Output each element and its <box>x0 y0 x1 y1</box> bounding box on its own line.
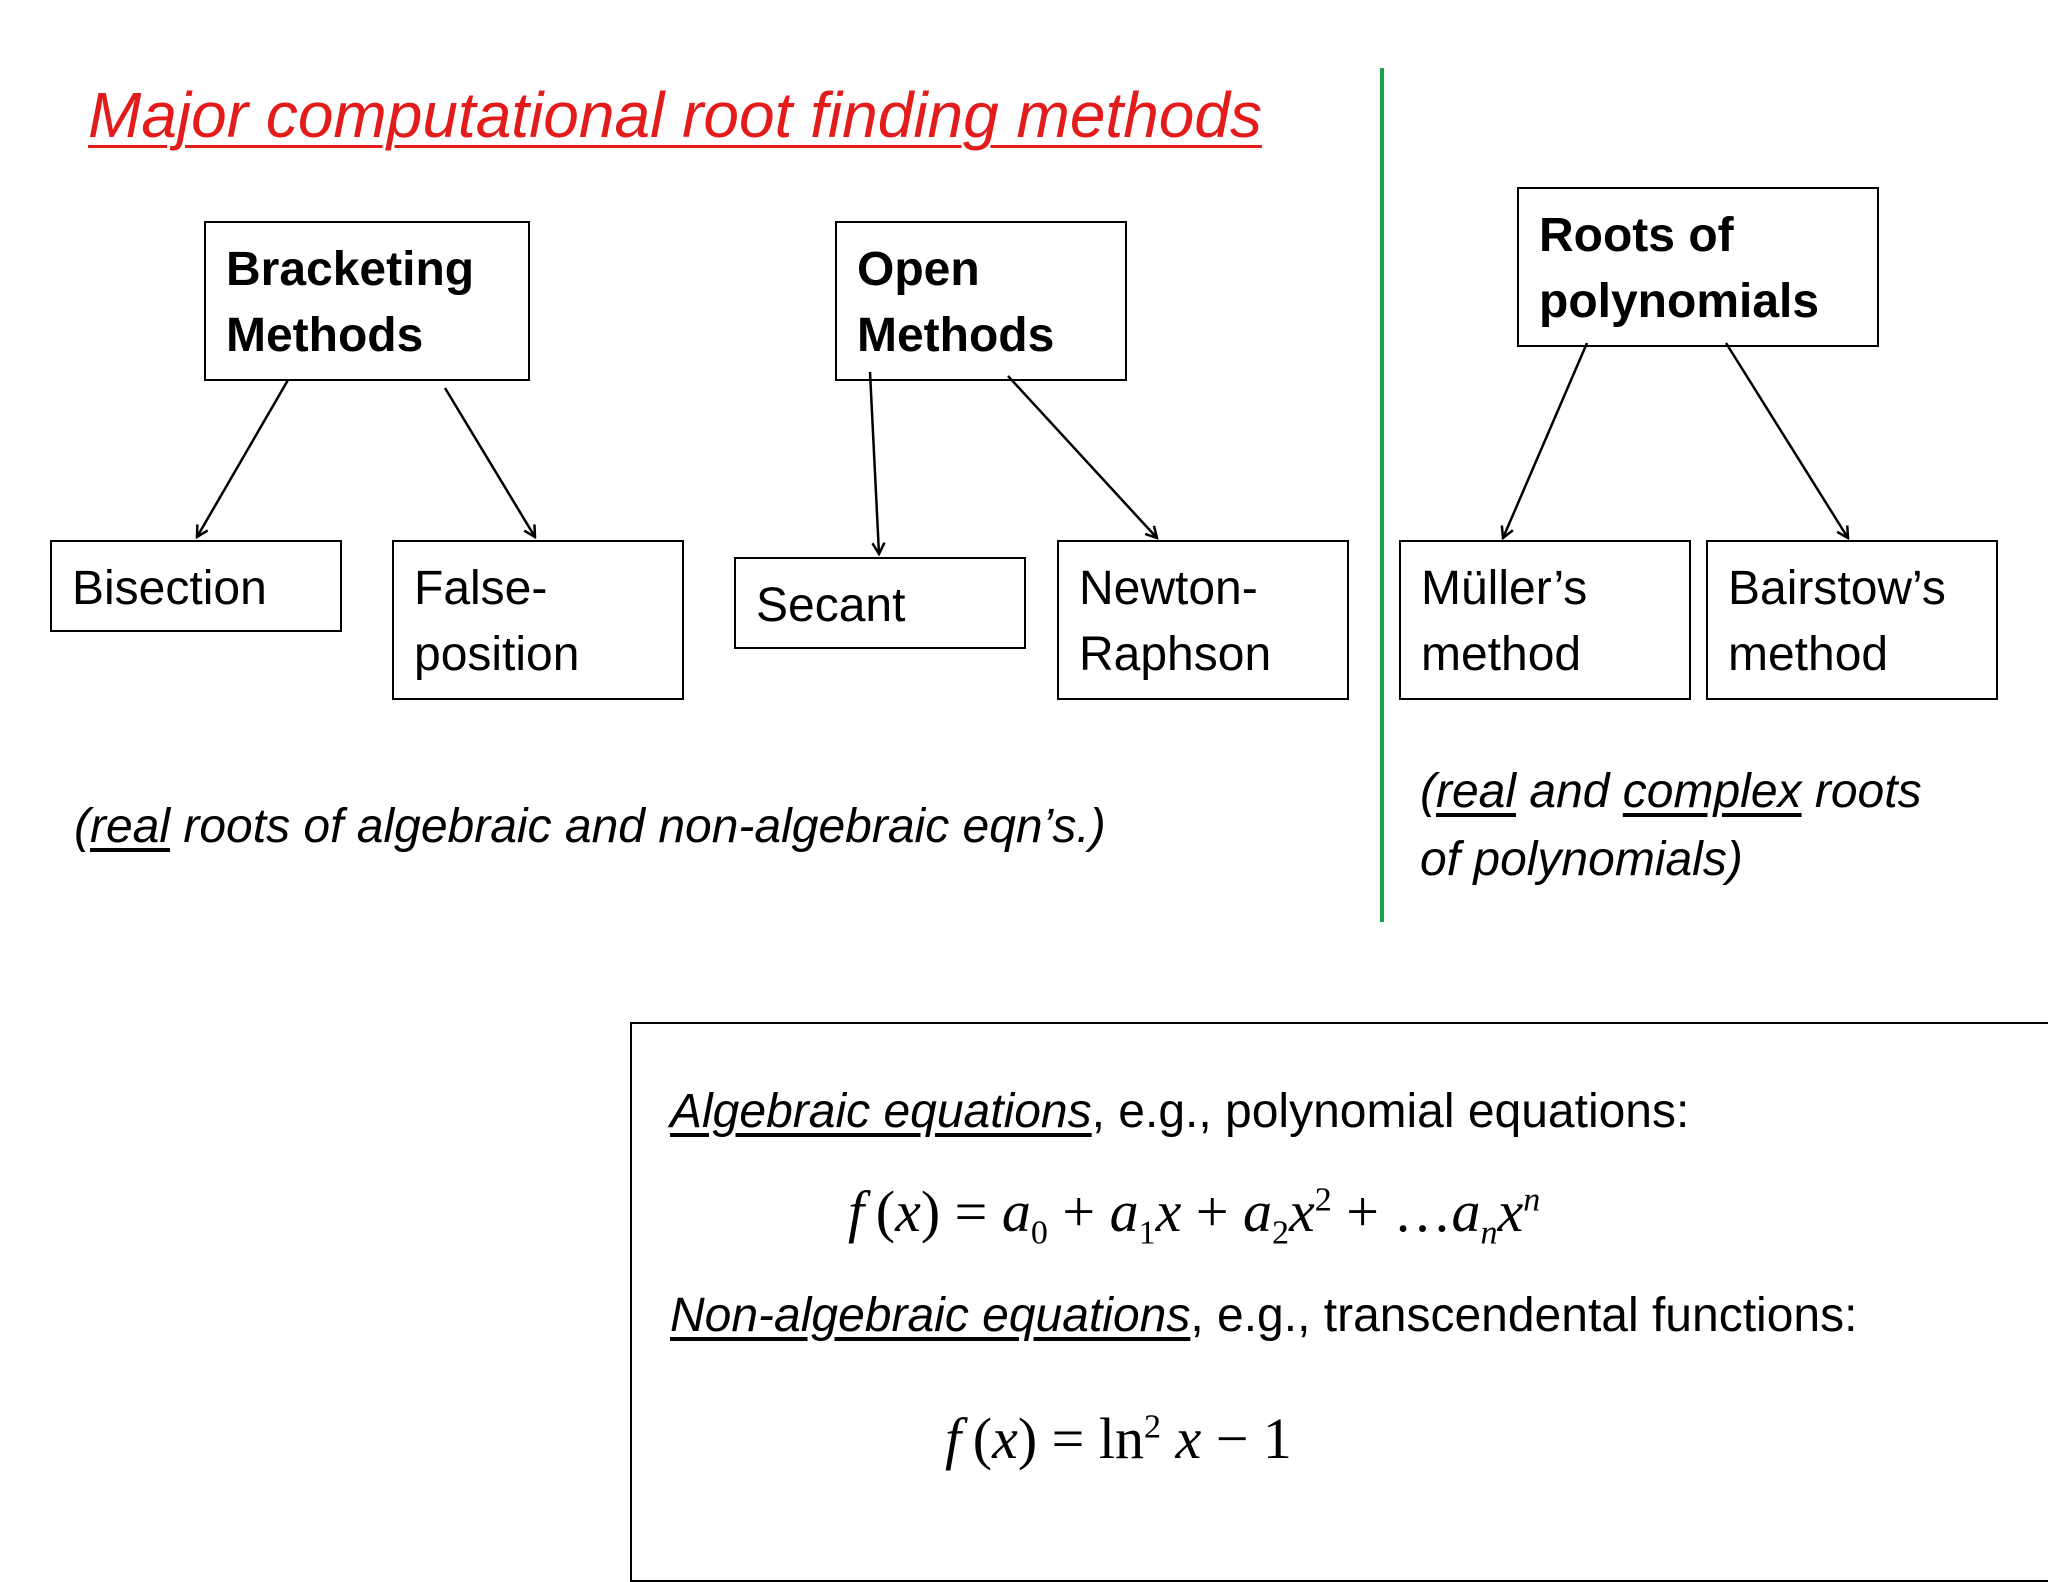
arrow-bracketing-to-false-position <box>443 387 535 537</box>
newton-raphson-box: Newton- Raphson <box>1057 540 1349 700</box>
bracketing-methods-box: Bracketing Methods <box>204 221 530 381</box>
note-real-term-2: real <box>1435 765 1517 818</box>
page-title: Major computational root finding methods <box>88 79 1262 151</box>
bairstow-method-box: Bairstow’s method <box>1706 540 1998 700</box>
arrow-polynomials-to-muller <box>1503 342 1589 538</box>
non-algebraic-equations-term: Non-algebraic equations <box>670 1289 1191 1342</box>
roots-of-polynomials-box: Roots of polynomials <box>1517 187 1879 347</box>
note-complex-term: complex <box>1622 765 1802 818</box>
open-methods-box: Open Methods <box>835 221 1127 381</box>
transcendental-formula: f (x) = ln2 x − 1 <box>945 1406 1292 1471</box>
section-divider <box>1380 68 1384 922</box>
algebraic-equations-term: Algebraic equations <box>670 1085 1092 1138</box>
note-real-term: real <box>89 800 171 853</box>
muller-method-box: Müller’s method <box>1399 540 1691 700</box>
bisection-box: Bisection <box>50 540 342 632</box>
note-real-and-complex-roots: (real and complex roots of polynomials) <box>1420 765 1922 886</box>
false-position-box: False- position <box>392 540 684 700</box>
arrow-polynomials-to-bairstow <box>1724 342 1848 538</box>
arrow-bracketing-to-bisection <box>197 379 290 537</box>
note-real-roots: (real roots of algebraic and non-algebra… <box>74 800 1106 853</box>
polynomial-formula: f (x) = a0 + a1x + a2x2 + …anxn <box>848 1179 1541 1252</box>
algebraic-equations-line: Algebraic equations, e.g., polynomial eq… <box>670 1085 1690 1138</box>
secant-box: Secant <box>734 557 1026 649</box>
non-algebraic-equations-line: Non-algebraic equations, e.g., transcend… <box>670 1289 1858 1342</box>
arrow-open-to-secant <box>868 371 879 554</box>
connector-arrows <box>0 342 2048 1536</box>
arrow-open-to-newton-raphson <box>1007 375 1157 538</box>
